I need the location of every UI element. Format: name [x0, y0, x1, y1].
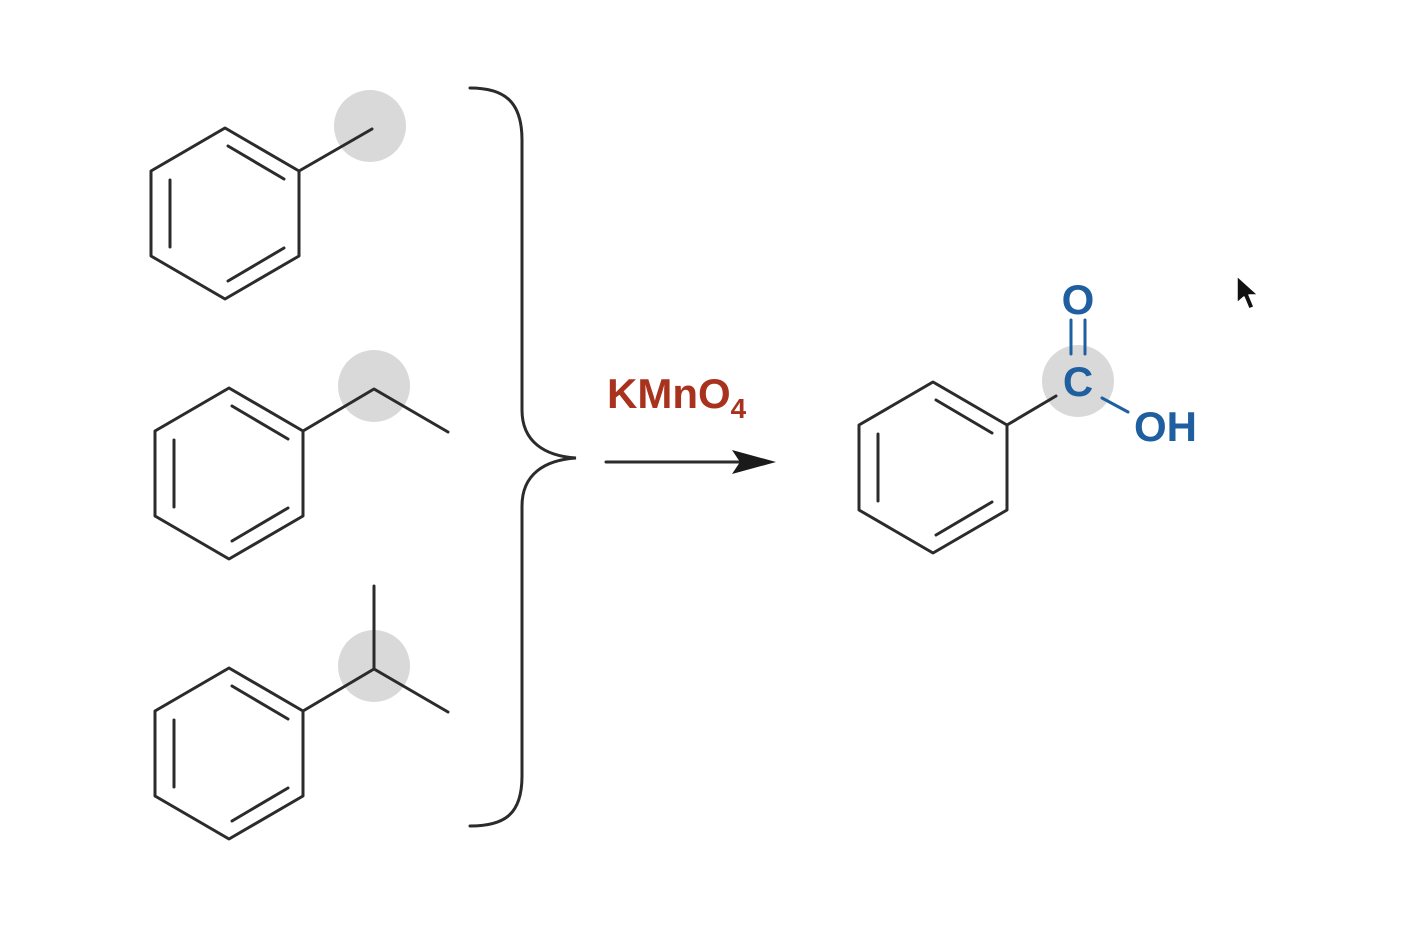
- reactant-ethylbenzene: [153, 350, 450, 561]
- reaction-arrow: [604, 450, 776, 474]
- benzylic-carbon-highlight: [334, 90, 406, 162]
- hydroxyl-label: OH: [1134, 403, 1197, 450]
- benzene-ring: [153, 386, 305, 561]
- reactant-grouping-brace: [468, 86, 577, 828]
- benzene-ring: [149, 126, 301, 301]
- benzene-ring: [153, 666, 305, 841]
- ethyl-chain: [301, 387, 450, 434]
- carboxyl-carbon-highlight: [1042, 345, 1114, 417]
- c-oh-bond: [1100, 396, 1130, 414]
- isopropyl-group: [301, 584, 450, 714]
- ring-to-carboxyl-bond: [1005, 394, 1058, 427]
- carbonyl-oxygen-label: O: [1062, 276, 1095, 323]
- product-benzoic-acid: O C OH: [857, 276, 1197, 555]
- reactant-toluene: [149, 90, 406, 301]
- methyl-bond: [297, 127, 374, 173]
- benzene-ring: [857, 380, 1009, 555]
- reagent-label: KMnO4: [607, 370, 747, 424]
- reactant-isopropylbenzene: [153, 584, 450, 841]
- reagent-subscript: 4: [731, 393, 747, 424]
- mouse-cursor-icon: [1236, 275, 1259, 310]
- reagent-formula: KMnO: [607, 370, 731, 417]
- benzylic-carbon-highlight: [338, 350, 410, 422]
- carbonyl-double-bond: [1069, 318, 1087, 356]
- carboxyl-carbon-label: C: [1063, 358, 1093, 405]
